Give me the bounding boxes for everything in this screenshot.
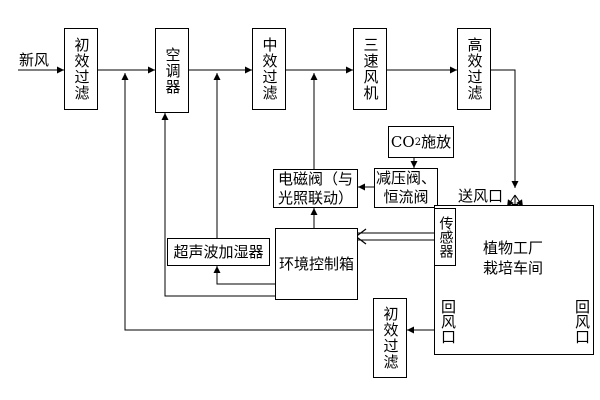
co2-suffix: 施放 xyxy=(421,132,452,151)
room-title: 植物工厂 栽培车间 xyxy=(483,239,544,277)
return-primary-filter-box: 初效过滤 xyxy=(373,298,407,378)
three-speed-fan-box: 三速风机 xyxy=(353,28,387,110)
air-conditioner-box: 空调器 xyxy=(155,28,189,113)
ultrasonic-humidifier-box: 超声波加湿器 xyxy=(167,238,270,266)
primary-filter-box: 初效过滤 xyxy=(64,28,98,110)
arrow-high-filter-to-supply-vent xyxy=(491,69,519,188)
environment-control-box: 环境控制箱 xyxy=(275,228,358,300)
arrow-return-filter-to-duct xyxy=(121,73,373,331)
solenoid-valve-box: 电磁阀（与 光照联动） xyxy=(273,169,358,208)
return-vent-left-label: 回风口 xyxy=(439,299,457,344)
medium-filter-box: 中效过滤 xyxy=(252,28,286,110)
pressure-valve-box: 减压阀、 恒流阀 xyxy=(374,168,438,208)
co2-prefix: CO xyxy=(390,132,415,151)
sensor-box: 传感器 xyxy=(434,208,456,266)
high-filter-box: 高效过滤 xyxy=(457,28,491,110)
fresh-air-label: 新风 xyxy=(19,51,50,69)
supply-vent-label: 送风口 xyxy=(458,187,504,205)
plant-factory-room: 传感器 植物工厂 栽培车间 回风口 回风口 xyxy=(434,205,594,355)
return-vent-right-label: 回风口 xyxy=(573,299,591,344)
arrow-control-to-humidifier xyxy=(213,266,275,285)
arrow-control-to-ac xyxy=(161,113,275,297)
co2-subscript: 2 xyxy=(414,136,422,148)
